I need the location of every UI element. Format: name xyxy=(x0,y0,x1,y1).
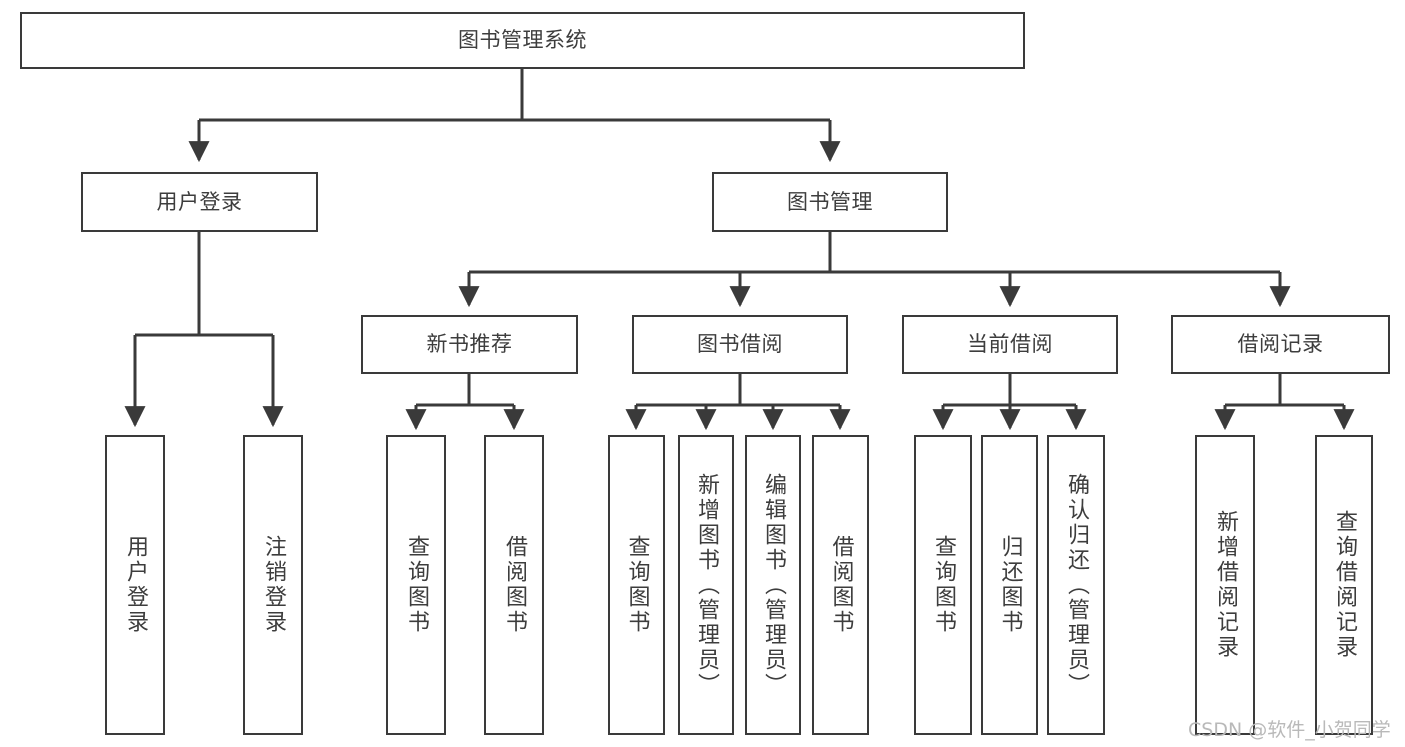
node-book-management-label: 图书管理 xyxy=(787,189,873,214)
csdn-watermark: CSDN @软件_小贺同学 xyxy=(1188,719,1391,741)
node-leaf-borrow-book-label: 借阅图书 xyxy=(828,535,854,635)
node-leaf-query-borrow-record-label: 查询借阅记录 xyxy=(1332,510,1357,660)
node-leaf-borrow-book[interactable]: 借阅图书 xyxy=(812,435,869,735)
node-leaf-query-book-current-label: 查询图书 xyxy=(931,535,956,635)
node-book-borrow-label: 图书借阅 xyxy=(697,332,783,357)
node-leaf-query-book-borrow[interactable]: 查询图书 xyxy=(608,435,665,735)
node-leaf-add-borrow-record[interactable]: 新增借阅记录 xyxy=(1195,435,1255,735)
node-leaf-confirm-return-admin-label: 确认归还（管理员） xyxy=(1064,472,1089,698)
node-leaf-return-book-label: 归还图书 xyxy=(997,535,1023,635)
node-leaf-query-book-borrow-label: 查询图书 xyxy=(624,535,650,635)
node-leaf-borrow-book-rec[interactable]: 借阅图书 xyxy=(484,435,544,735)
node-leaf-query-book-current[interactable]: 查询图书 xyxy=(914,435,972,735)
node-current-borrow-label: 当前借阅 xyxy=(967,332,1053,357)
node-leaf-add-book-admin[interactable]: 新增图书（管理员） xyxy=(678,435,734,735)
node-leaf-edit-book-admin-label: 编辑图书（管理员） xyxy=(761,472,786,698)
node-leaf-logout-label: 注销登录 xyxy=(261,535,286,635)
node-user-login[interactable]: 用户登录 xyxy=(81,172,318,232)
node-leaf-logout[interactable]: 注销登录 xyxy=(243,435,303,735)
node-leaf-query-book-rec[interactable]: 查询图书 xyxy=(386,435,446,735)
node-new-book-recommend-label: 新书推荐 xyxy=(426,332,513,357)
node-leaf-query-borrow-record[interactable]: 查询借阅记录 xyxy=(1315,435,1373,735)
node-root-label: 图书管理系统 xyxy=(458,28,587,53)
node-leaf-edit-book-admin[interactable]: 编辑图书（管理员） xyxy=(745,435,801,735)
node-root[interactable]: 图书管理系统 xyxy=(20,12,1025,69)
node-borrow-records[interactable]: 借阅记录 xyxy=(1171,315,1390,374)
node-leaf-query-book-rec-label: 查询图书 xyxy=(404,535,429,635)
node-leaf-user-login[interactable]: 用户登录 xyxy=(105,435,165,735)
node-leaf-user-login-label: 用户登录 xyxy=(123,535,148,635)
node-leaf-confirm-return-admin[interactable]: 确认归还（管理员） xyxy=(1047,435,1105,735)
node-leaf-return-book[interactable]: 归还图书 xyxy=(981,435,1038,735)
node-new-book-recommend[interactable]: 新书推荐 xyxy=(361,315,578,374)
node-leaf-add-borrow-record-label: 新增借阅记录 xyxy=(1213,510,1238,660)
node-leaf-borrow-book-rec-label: 借阅图书 xyxy=(502,535,527,635)
node-borrow-records-label: 借阅记录 xyxy=(1237,332,1324,357)
node-book-borrow[interactable]: 图书借阅 xyxy=(632,315,848,374)
node-book-management[interactable]: 图书管理 xyxy=(712,172,948,232)
node-user-login-label: 用户登录 xyxy=(156,189,243,214)
node-leaf-add-book-admin-label: 新增图书（管理员） xyxy=(694,472,719,698)
node-current-borrow[interactable]: 当前借阅 xyxy=(902,315,1118,374)
